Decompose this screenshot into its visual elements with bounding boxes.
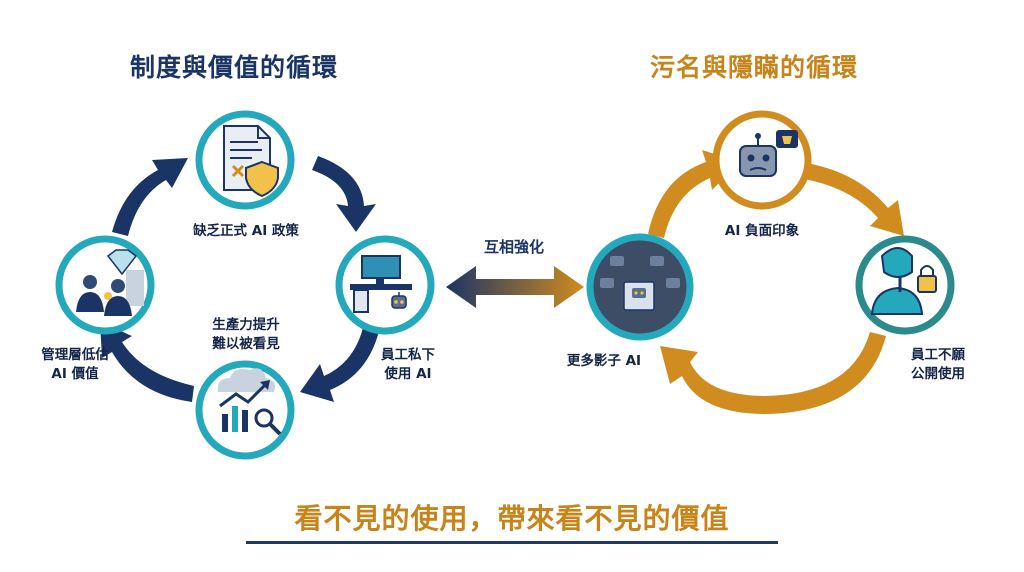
person-shush-lock-icon [870,247,937,315]
label-private-use-line1: 員工私下 [381,347,435,363]
label-unwilling-line2: 公開使用 [911,366,965,382]
label-shadow-ai: 更多影子 AI [566,353,642,369]
label-unwilling-line1: 員工不願 [911,347,965,363]
label-productivity-line2: 難以被看見 [212,336,280,352]
mutual-reinforce-arrow [446,266,584,308]
arrow-policy-to-desk [312,156,376,232]
label-private-use-line2: 使用 AI [384,366,432,382]
footer-tagline: 看不見的使用，帶來看不見的價值 [294,502,730,535]
cloud-growth-chart-icon [217,368,282,436]
label-management-line1: 管理層低估 [41,347,109,363]
arrow-unwilling-to-shadow [660,332,886,414]
arrow-desk-to-growth [300,312,382,402]
label-productivity-line1: 生產力提升 [212,317,280,333]
robot-thumbs-down-icon [739,130,798,177]
label-policy: 缺乏正式 AI 政策 [193,223,299,239]
label-mutual-reinforce: 互相強化 [483,238,544,256]
left-cycle-title: 制度與價值的循環 [130,53,339,82]
document-shield-icon [223,125,279,198]
label-productivity: 生產力提升 難以被看見 [196,316,296,354]
right-cycle-title: 污名與隱瞞的循環 [650,53,859,82]
node-private-use [335,235,435,335]
desk-computer-robot-icon [350,255,412,313]
arrow-growth-to-managers [100,322,194,402]
managers-diamond-icon [76,249,144,316]
arrow-managers-to-policy [112,158,188,236]
label-management-line2: AI 價值 [51,366,99,382]
node-unwilling-disclose [855,235,955,335]
label-private-use: 員工私下 使用 AI [376,346,440,384]
node-shadow-ai [586,233,694,341]
footer-underline [246,541,778,544]
node-policy [195,110,295,210]
label-management: 管理層低估 AI 價值 [30,346,120,384]
node-management [55,235,155,335]
label-negative-impression: AI 負面印象 [724,223,800,239]
node-productivity [195,360,295,460]
shadow-robots-icon [600,256,680,311]
label-unwilling-disclose: 員工不願 公開使用 [898,346,978,384]
node-negative-impression [712,110,812,210]
arrow-negative-to-unwilling [798,162,904,236]
left-cycle-arrows [100,156,382,402]
